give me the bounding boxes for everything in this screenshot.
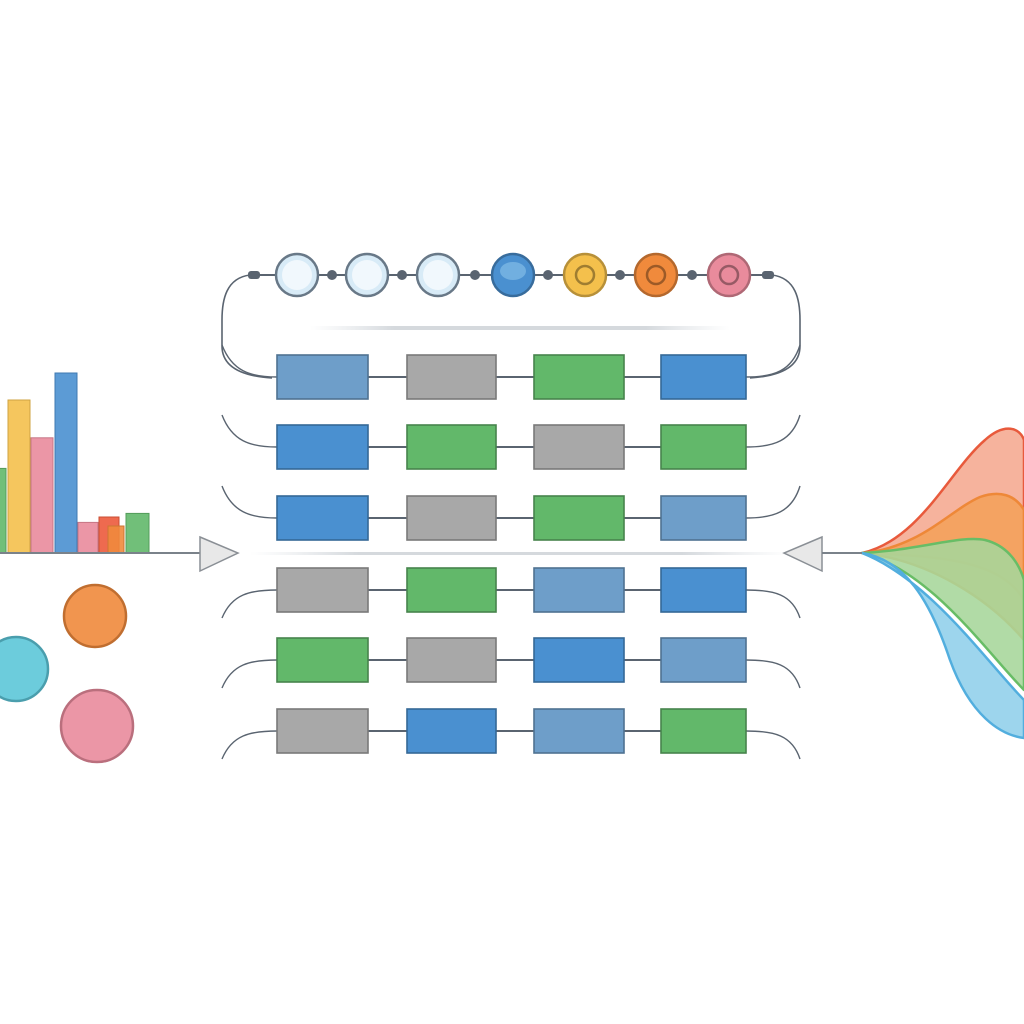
chain-dot-1 xyxy=(397,270,407,280)
block-r0-c3-upper xyxy=(660,354,747,400)
block-r5-c2-lower xyxy=(533,708,625,754)
block-r0-c1-upper xyxy=(406,354,497,400)
chain-left-cap xyxy=(248,271,260,279)
bubble-0 xyxy=(62,583,128,649)
block-r1-c2-upper xyxy=(533,424,625,470)
input-arrow-icon xyxy=(199,535,240,573)
top-node-highlight-1 xyxy=(352,260,382,290)
block-r3-c3-lower xyxy=(660,567,747,613)
block-r4-c0-lower xyxy=(276,637,369,683)
chain-right-loop xyxy=(749,274,801,379)
block-r1-c0-upper xyxy=(276,424,369,470)
bar-4 xyxy=(77,521,99,554)
block-r3-c2-lower xyxy=(533,567,625,613)
row-4-left-curve xyxy=(221,659,278,689)
block-r4-c2-lower xyxy=(533,637,625,683)
output-arrow-icon xyxy=(782,535,823,573)
top-node-highlight-2 xyxy=(423,260,453,290)
bar-3 xyxy=(54,372,78,554)
middle-separator xyxy=(250,552,790,555)
block-r5-c1-lower xyxy=(406,708,497,754)
chain-dot-3 xyxy=(543,270,553,280)
block-r4-c3-lower xyxy=(660,637,747,683)
bar-2 xyxy=(30,437,54,554)
chain-left-loop xyxy=(221,274,273,379)
block-r3-c1-lower xyxy=(406,567,497,613)
chain-right-cap xyxy=(762,271,774,279)
block-r4-c1-lower xyxy=(406,637,497,683)
top-node-chain xyxy=(221,252,801,379)
bubble-2 xyxy=(59,688,135,764)
block-r2-c1-upper xyxy=(406,495,497,541)
stream-graph xyxy=(860,427,1024,740)
bar-7 xyxy=(125,512,150,554)
block-r2-c3-upper xyxy=(660,495,747,541)
row-1-left-curve xyxy=(221,414,278,448)
top-node-ring-4 xyxy=(574,264,596,286)
stream-layer-green xyxy=(860,537,1024,692)
bar-6 xyxy=(107,525,125,554)
chain-dot-0 xyxy=(327,270,337,280)
top-node-6 xyxy=(706,252,752,298)
row-1-right-curve xyxy=(745,414,801,448)
bar-0 xyxy=(0,467,7,554)
top-separator xyxy=(310,326,730,330)
block-r5-c0-lower xyxy=(276,708,369,754)
bar-chart xyxy=(0,372,150,554)
row-4-right-curve xyxy=(745,659,801,689)
chain-dot-4 xyxy=(615,270,625,280)
top-node-shine-3 xyxy=(500,262,526,280)
block-r0-c0-upper xyxy=(276,354,369,400)
block-r1-c3-upper xyxy=(660,424,747,470)
bar-1 xyxy=(7,399,31,554)
top-node-4 xyxy=(562,252,608,298)
stream-layer-teal xyxy=(860,551,1024,740)
row-0-right-curve xyxy=(745,344,801,378)
block-r3-c0-lower xyxy=(276,567,369,613)
row-0-left-curve xyxy=(221,344,278,378)
top-node-5 xyxy=(633,252,679,298)
row-5-left-curve xyxy=(221,730,278,760)
top-node-highlight-0 xyxy=(282,260,312,290)
row-5-right-curve xyxy=(745,730,801,760)
row-2-left-curve xyxy=(221,485,278,519)
block-r0-c2-upper xyxy=(533,354,625,400)
block-r2-c0-upper xyxy=(276,495,369,541)
bubble-cluster xyxy=(0,583,135,764)
block-r2-c2-upper xyxy=(533,495,625,541)
chain-dot-5 xyxy=(687,270,697,280)
row-3-right-curve xyxy=(745,589,801,619)
row-3-left-curve xyxy=(221,589,278,619)
bubble-1 xyxy=(0,635,50,703)
row-2-right-curve xyxy=(745,485,801,519)
block-grid xyxy=(221,344,801,760)
block-r5-c3-lower xyxy=(660,708,747,754)
top-node-ring-5 xyxy=(645,264,667,286)
top-node-ring-6 xyxy=(718,264,740,286)
chain-dot-2 xyxy=(470,270,480,280)
block-r1-c1-upper xyxy=(406,424,497,470)
